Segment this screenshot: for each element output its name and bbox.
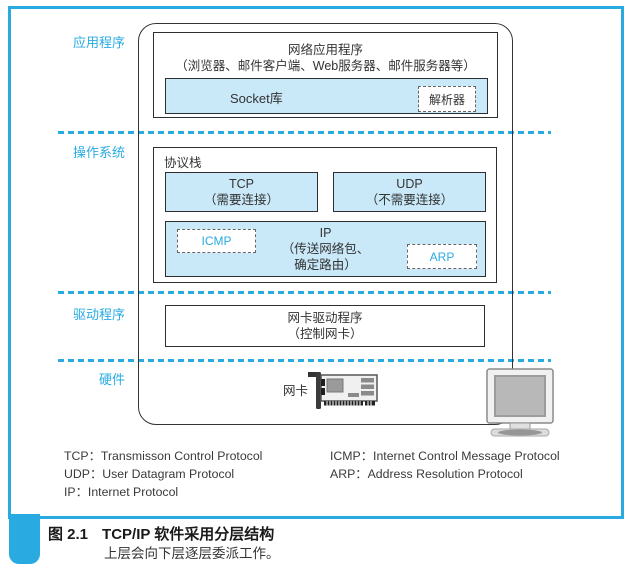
caption-figure-number: 图 2.1 (48, 526, 89, 543)
protocol-stack-title: 协议栈 (164, 156, 202, 170)
monitor-icon (486, 368, 554, 437)
legend-item-tcp: TCP：Transmisson Control Protocol (64, 449, 263, 463)
divider-app-os-dashed-line (58, 131, 551, 134)
ip-note-line2: 确定路由） (294, 258, 357, 272)
caption-accent-bar (9, 514, 40, 564)
legend-item-icmp: ICMP：Internet Control Message Protocol (330, 449, 560, 463)
protocol-stack-box: 协议栈 TCP （需要连接） UDP （不需要连接） IP （传送网络包、 确定… (153, 147, 497, 283)
socket-library-label: Socket库 (230, 91, 283, 106)
nic-driver-title: 网卡驱动程序 (287, 311, 363, 325)
layer-label-os: 操作系统 (72, 145, 125, 160)
divider-os-driver-dashed-line (58, 291, 551, 294)
legend-right-column: ICMP：Internet Control Message Protocol A… (330, 447, 560, 483)
network-application-box: 网络应用程序 （浏览器、邮件客户端、Web服务器、邮件服务器等） Socket库… (153, 32, 498, 118)
nic-label: 网卡 (283, 384, 309, 398)
ip-note-line1: （传送网络包、 (281, 242, 370, 256)
ip-label: IP (319, 226, 332, 240)
network-card-icon (308, 372, 378, 409)
caption-title-line: 图 2.1 TCP/IP 软件采用分层结构 (48, 523, 274, 544)
caption-title: TCP/IP 软件采用分层结构 (102, 526, 275, 543)
icmp-label: ICMP (201, 234, 232, 248)
icmp-box: ICMP (177, 229, 256, 253)
legend-item-udp: UDP：User Datagram Protocol (64, 467, 235, 482)
caption-subtitle: 上层会向下层逐层委派工作。 (104, 546, 280, 561)
legend-item-ip: IP：Internet Protocol (64, 485, 179, 500)
legend-left-column: TCP：Transmisson Control Protocol UDP：Use… (64, 447, 262, 502)
nic-driver-subtitle: （控制网卡） (287, 327, 363, 341)
socket-library-box: Socket库 解析器 (165, 78, 488, 114)
computer-outline-box (138, 23, 513, 425)
udp-note: （不需要连接） (365, 193, 454, 207)
tcp-label: TCP (229, 177, 254, 191)
layer-label-application: 应用程序 (72, 35, 125, 50)
network-application-title: 网络应用程序 (287, 43, 363, 57)
ip-box: IP （传送网络包、 确定路由） ICMP ARP (165, 221, 486, 277)
network-application-subtitle: （浏览器、邮件客户端、Web服务器、邮件服务器等） (175, 59, 476, 73)
udp-label: UDP (396, 177, 423, 191)
arp-box: ARP (407, 244, 477, 269)
arp-label: ARP (429, 249, 455, 264)
nic-driver-box: 网卡驱动程序 （控制网卡） (165, 305, 485, 347)
legend-item-arp: ARP：Address Resolution Protocol (330, 467, 523, 482)
layer-label-hardware: 硬件 (98, 372, 125, 387)
divider-driver-hardware-dashed-line (58, 359, 551, 362)
tcp-note: （需要连接） (203, 193, 279, 207)
udp-box: UDP （不需要连接） (333, 172, 486, 212)
layer-label-driver: 驱动程序 (72, 307, 125, 322)
ip-text-block: IP （传送网络包、 确定路由） (166, 222, 485, 276)
resolver-box: 解析器 (418, 86, 476, 112)
tcp-box: TCP （需要连接） (165, 172, 318, 212)
resolver-label: 解析器 (428, 92, 465, 107)
